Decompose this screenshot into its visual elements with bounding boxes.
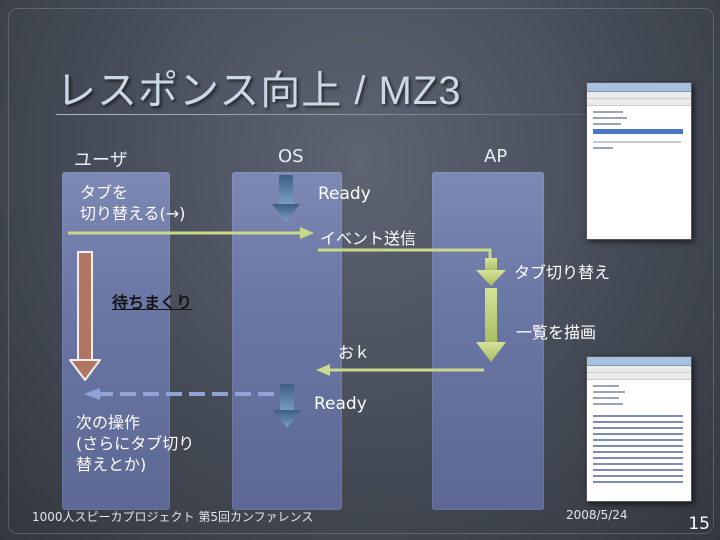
list-line [593, 123, 621, 125]
list-line [593, 391, 625, 393]
list-line [593, 397, 619, 399]
os-ready-arrow-bottom [273, 384, 301, 428]
app-screenshot-bottom [586, 356, 692, 502]
page-number: 15 [688, 514, 710, 534]
tab-switch-action-line1: タブを [80, 182, 128, 203]
next-op-line2: (さらにタブ切り [76, 433, 194, 454]
event-send-arrow [318, 250, 490, 262]
selected-row [593, 129, 683, 134]
next-op-line1: 次の操作 [76, 412, 140, 433]
list-line [593, 451, 683, 453]
list-line [593, 421, 683, 423]
window-toolbar [587, 366, 691, 373]
list-line [593, 433, 683, 435]
os-ready-arrow-top [272, 175, 300, 222]
event-send-label: イベント送信 [320, 228, 416, 249]
list-line [593, 117, 627, 119]
list-line [593, 463, 683, 465]
dashed-return-arrow [84, 388, 274, 400]
list-line [593, 445, 683, 447]
window-tabbar [587, 99, 691, 106]
list-line [593, 147, 613, 149]
list-line [593, 469, 683, 471]
ok-arrow [316, 364, 484, 376]
window-toolbar [587, 92, 691, 99]
window-titlebar [587, 83, 691, 92]
list-line [593, 439, 683, 441]
list-line [593, 427, 683, 429]
waiting-arrow [70, 252, 100, 380]
list-line [593, 141, 681, 143]
list-line [593, 457, 683, 459]
ap-tab-switch-arrow [476, 258, 506, 286]
waiting-label: 待ちまくり [112, 292, 192, 313]
app-screenshot-top [586, 82, 692, 240]
draw-list-label: 一覧を描画 [516, 322, 596, 343]
next-op-line3: 替えとか) [76, 454, 146, 475]
list-line [593, 475, 683, 477]
list-line [593, 481, 683, 483]
ready-label-top: Ready [318, 184, 371, 205]
list-line [593, 111, 623, 113]
ok-label: おｋ [338, 342, 370, 363]
ap-draw-arrow [476, 288, 506, 362]
ready-label-bottom: Ready [314, 394, 367, 415]
tab-switch-arrow [68, 227, 314, 239]
window-tabbar [587, 373, 691, 380]
list-line [593, 403, 623, 405]
list-line [593, 415, 683, 417]
list-line [593, 385, 619, 387]
footer-date: 2008/5/24 [566, 508, 628, 522]
tab-switch-action-line2: 切り替える(→) [80, 203, 185, 224]
tab-switch-label: タブ切り替え [514, 262, 610, 283]
window-titlebar [587, 357, 691, 366]
footer-event-name: 1000人スピーカプロジェクト 第5回カンファレンス [32, 508, 313, 525]
